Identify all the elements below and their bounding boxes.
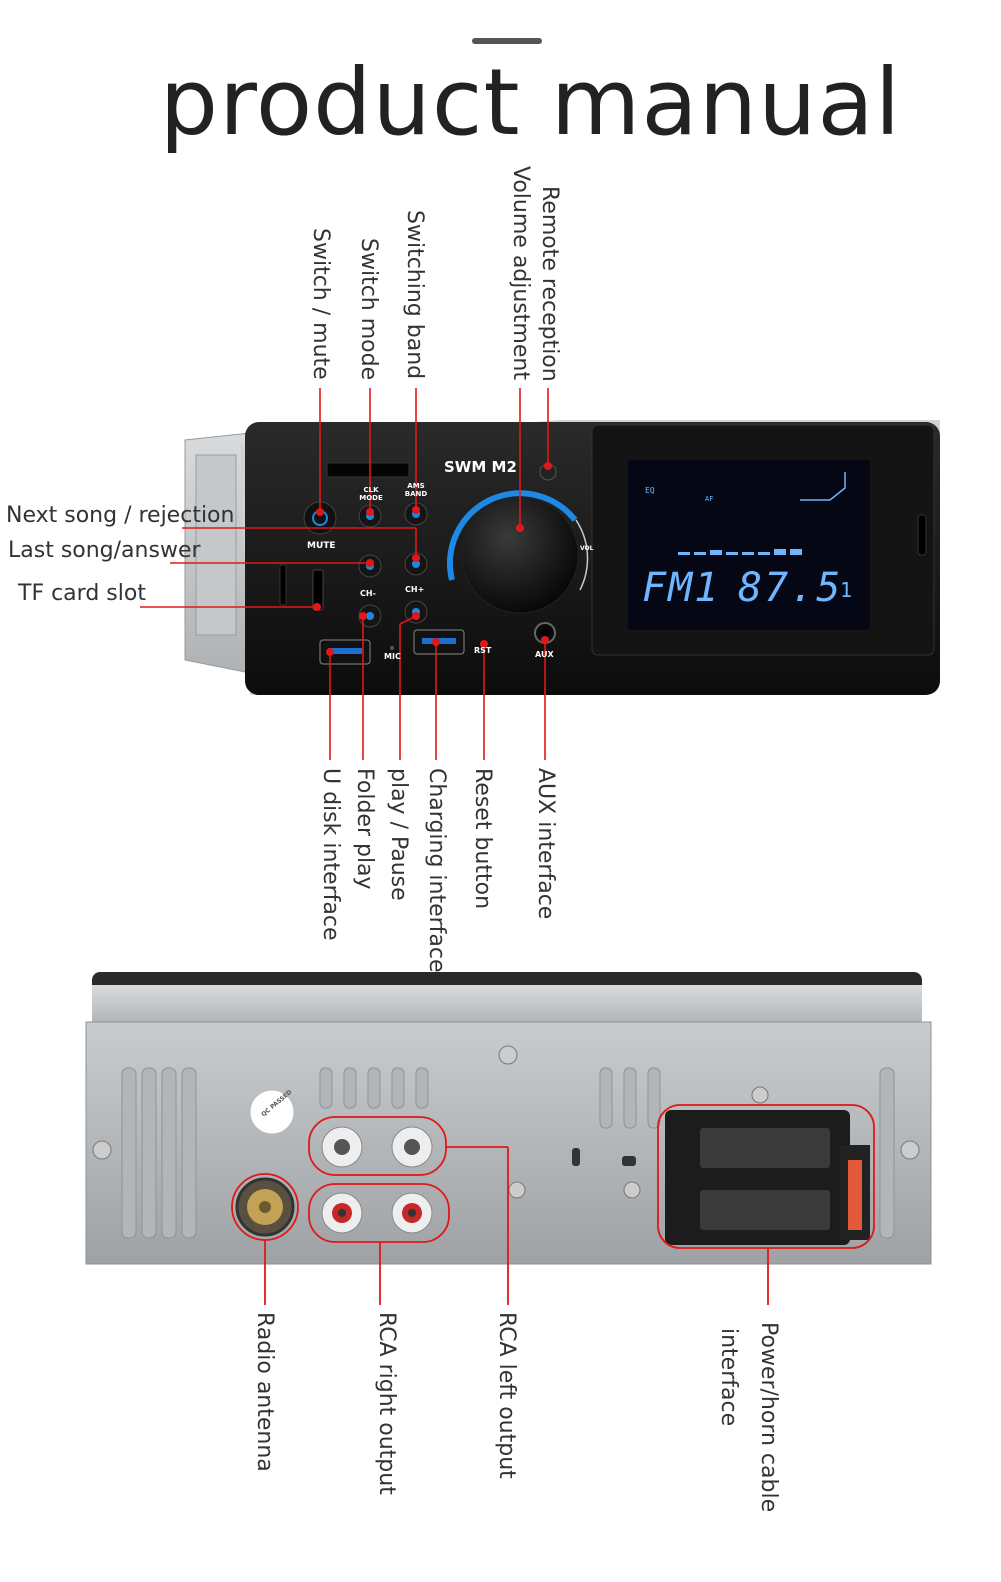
label-folder-play: Folder play — [352, 768, 377, 890]
ch-plus-label: CH+ — [405, 585, 425, 594]
label-tf-card-slot: TF card slot — [18, 581, 146, 606]
front-unit — [184, 420, 940, 695]
aux-label: AUX — [535, 650, 554, 659]
label-remote-reception: Remote reception — [537, 186, 562, 382]
label-switching-band: Switching band — [402, 210, 427, 380]
page-title: product manual — [159, 49, 902, 156]
lcd-preset: 1 — [840, 578, 853, 602]
label-rca-right: RCA right output — [374, 1312, 399, 1495]
lcd-band: FM1 — [642, 565, 721, 611]
label-switch-mode: Switch mode — [356, 238, 381, 381]
rst-label: RST — [474, 646, 492, 655]
label-radio-antenna: Radio antenna — [252, 1312, 277, 1472]
label-power-horn-line2: interface — [716, 1328, 741, 1427]
label-play-pause: play / Pause — [386, 768, 411, 901]
label-next-song: Next song / rejection — [6, 503, 235, 528]
front-callouts — [140, 388, 549, 760]
label-power-horn-line1: Power/horn cable — [756, 1322, 781, 1513]
label-switch-mute: Switch / mute — [308, 228, 333, 380]
label-aux-interface: AUX interface — [533, 768, 558, 920]
rear-callouts — [231, 1104, 875, 1305]
vol-label: VOL — [580, 545, 594, 552]
label-rca-left: RCA left output — [494, 1312, 519, 1479]
mute-button-label: MUTE — [307, 541, 336, 551]
ams-band-label: AMS BAND — [404, 482, 428, 498]
label-charging-interface: Charging interface — [424, 768, 449, 973]
label-reset-button: Reset button — [470, 768, 495, 910]
label-volume-adjustment: Volume adjustment — [508, 166, 533, 380]
clk-mode-label: CLK MODE — [359, 486, 383, 502]
mic-label: MIC — [384, 652, 401, 661]
lcd-af: AF — [705, 495, 714, 503]
label-u-disk: U disk interface — [318, 768, 343, 941]
lcd-eq: EQ — [645, 486, 655, 495]
lcd-frequency: 87.5 — [738, 565, 843, 611]
brand-label: SWM M2 — [444, 458, 517, 476]
label-last-song: Last song/answer — [8, 538, 201, 563]
ch-minus-label: CH- — [360, 589, 376, 598]
top-divider — [472, 38, 542, 44]
